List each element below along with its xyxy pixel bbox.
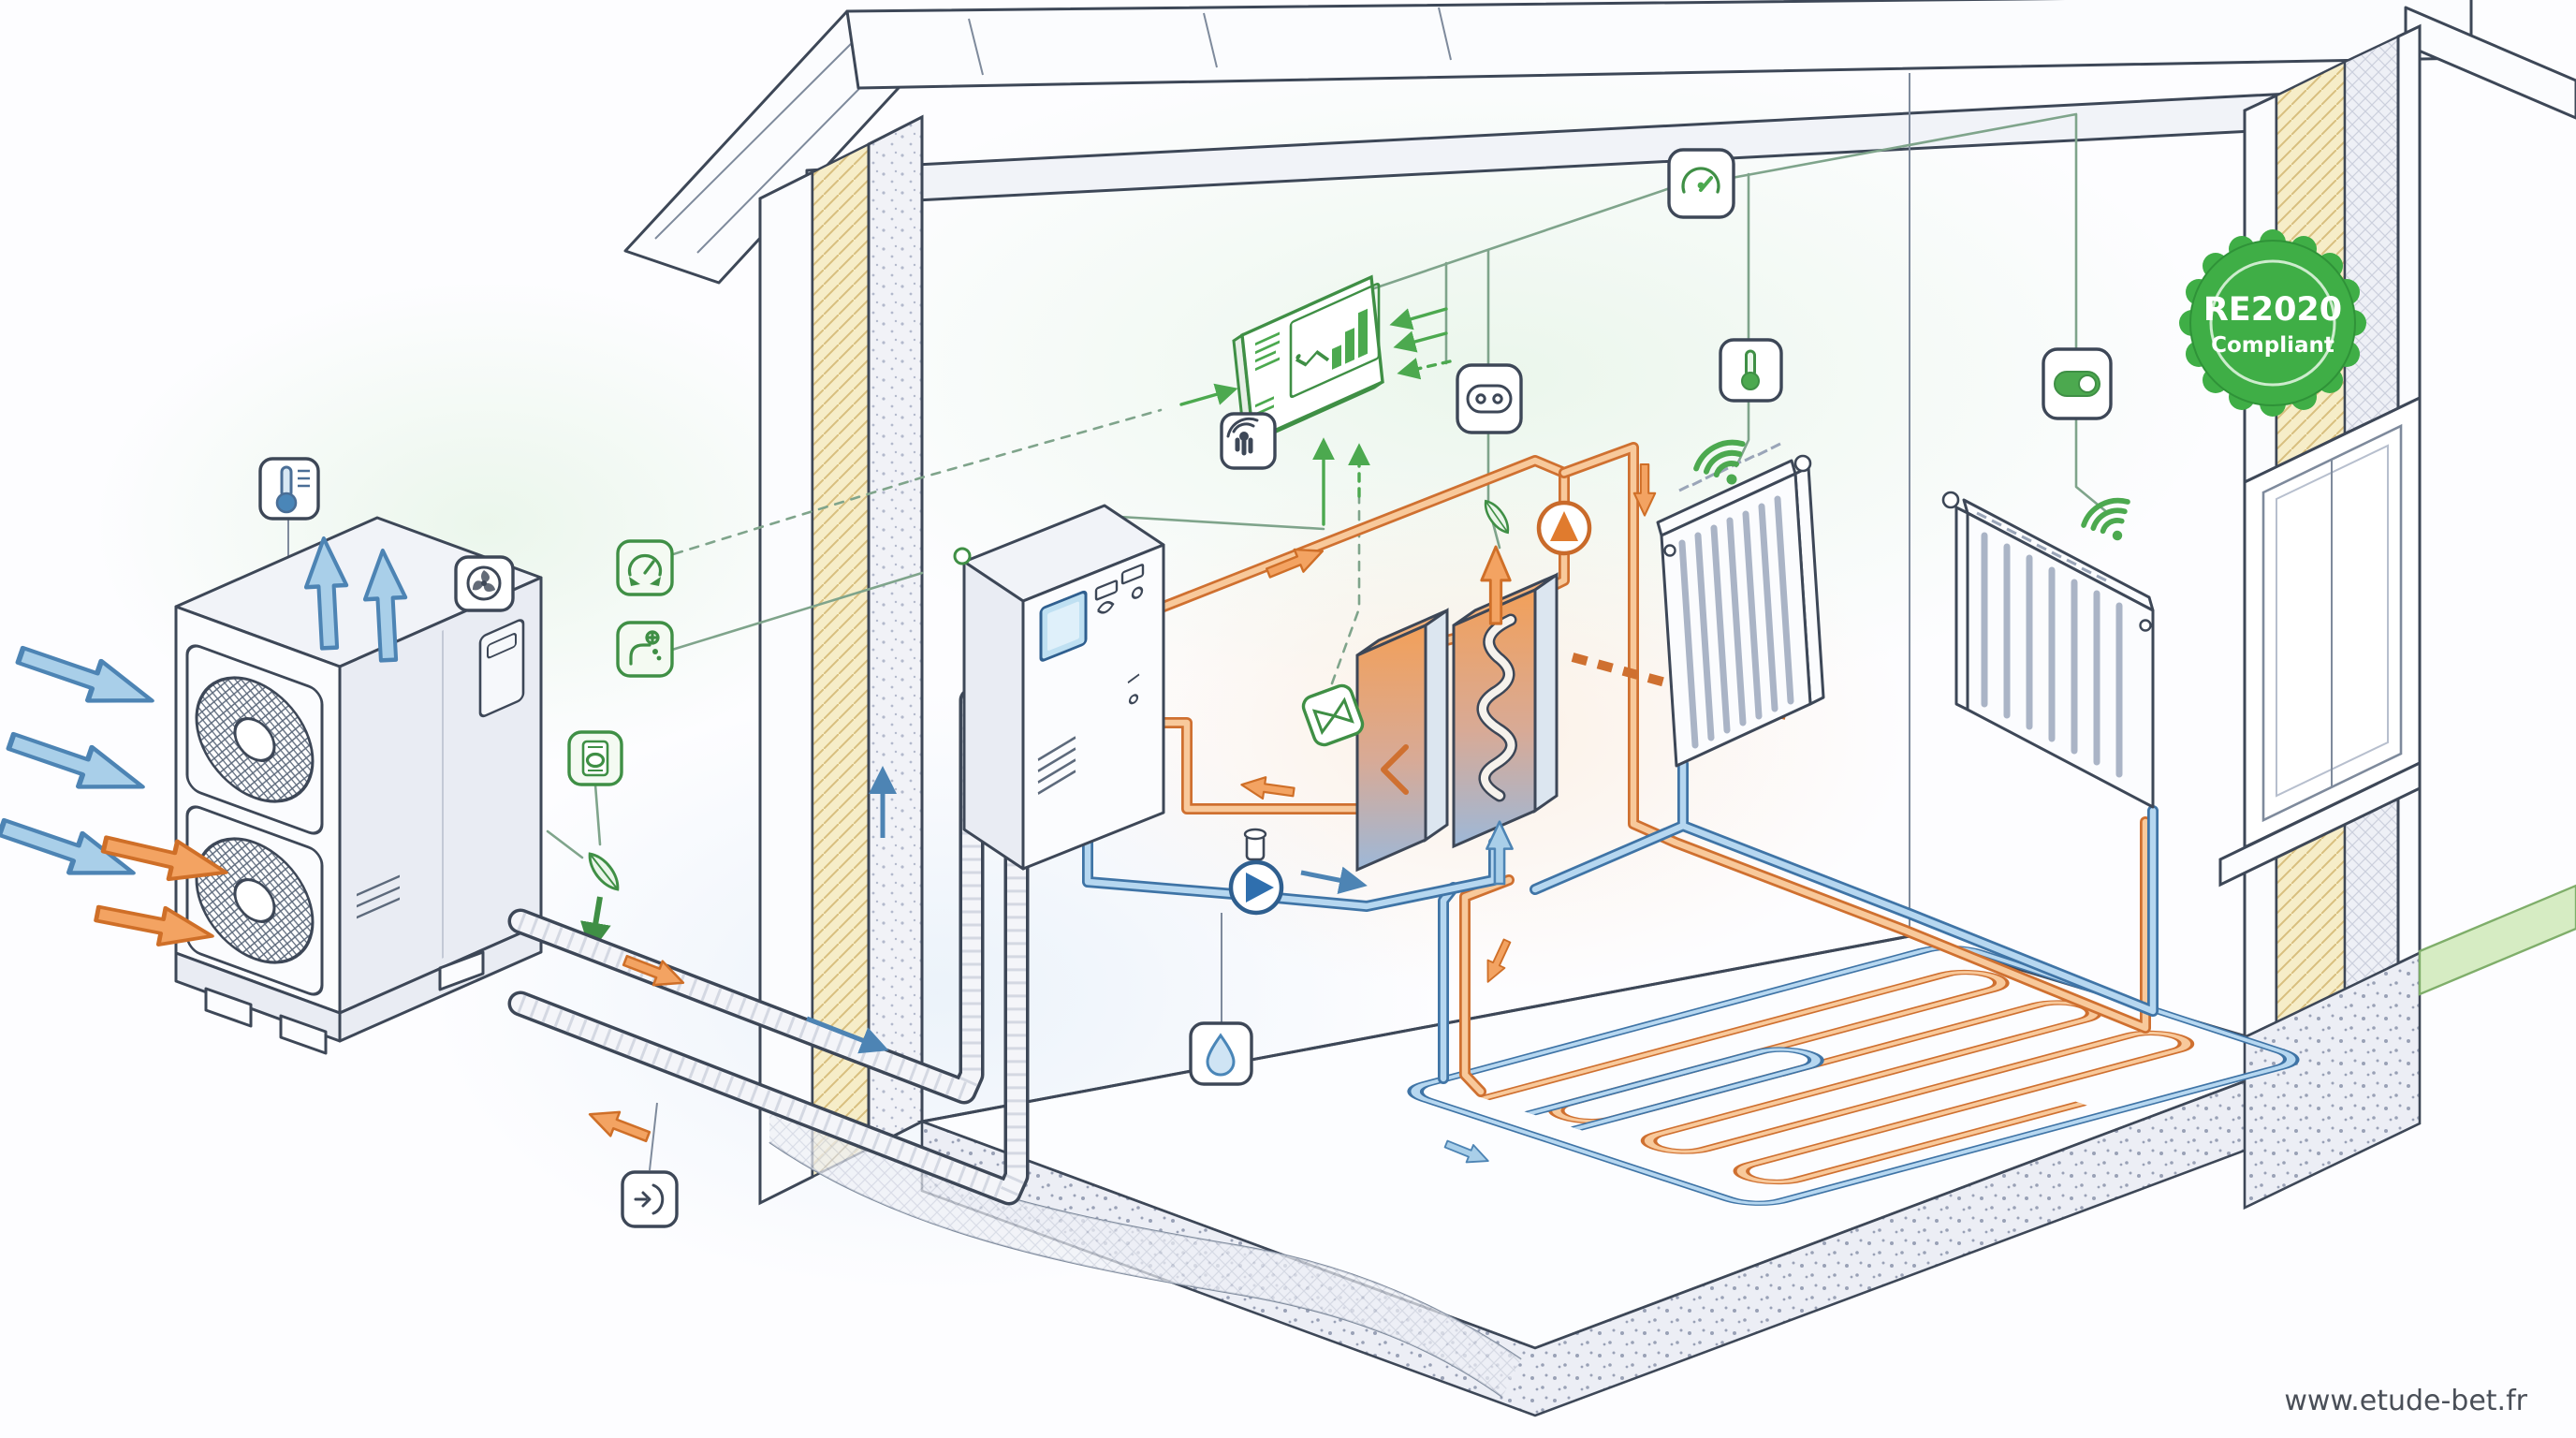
expansion-valve-icon — [588, 852, 620, 891]
radiator-wifi-icon-right — [2081, 497, 2130, 541]
touch-control-icon — [1220, 412, 1277, 470]
leaf-icon — [1484, 499, 1510, 535]
window — [2218, 395, 2422, 888]
indoor-control-unit — [962, 504, 1165, 871]
wall-sensor — [953, 547, 972, 565]
badge-subtitle: Compliant — [2211, 333, 2334, 358]
smart-gauge-icon — [1667, 148, 1735, 219]
pressure-gauge-icon — [616, 539, 674, 596]
right-wall-cutaway — [2218, 23, 2422, 1211]
radiator-wifi-icon-left — [1693, 439, 1746, 485]
smart-switch-icon — [2042, 347, 2113, 420]
watermark: www.etude-bet.fr — [2284, 1385, 2527, 1417]
power-outlet-icon — [1456, 363, 1523, 434]
pipe-connection-icon — [621, 1170, 679, 1228]
fan-unit-icon — [454, 555, 515, 612]
hot-water-tap-icon — [616, 621, 674, 678]
heat-exchangers — [1355, 545, 1559, 886]
room-thermostat-icon — [1719, 338, 1783, 403]
programmer-icon — [567, 730, 623, 786]
mixing-valve-icon — [1301, 683, 1365, 747]
left-wall-cutaway — [758, 114, 924, 1206]
fan-bottom — [185, 805, 324, 996]
roof-structure — [623, 0, 2576, 934]
outdoor-heat-pump-unit — [0, 516, 543, 1055]
cold-air-in-arrows — [0, 645, 154, 875]
exterior-ground-grass — [2418, 884, 2576, 996]
circulation-pump-hot — [1536, 500, 1592, 556]
warm-air-arrows — [94, 835, 228, 946]
air-out-arrows — [303, 536, 408, 663]
radiator-left — [1656, 442, 1825, 768]
outdoor-thermometer-icon — [258, 457, 320, 521]
re2020-badge: RE2020 Compliant — [2179, 229, 2366, 417]
circulation-pump-cold — [1228, 828, 1284, 916]
badge-title: RE2020 — [2203, 291, 2342, 329]
energy-dashboard-screen — [1232, 274, 1384, 448]
water-drop-icon — [1189, 1021, 1253, 1086]
radiator-right — [1941, 491, 2155, 809]
fan-top — [185, 644, 324, 835]
window-sill — [2218, 760, 2422, 888]
